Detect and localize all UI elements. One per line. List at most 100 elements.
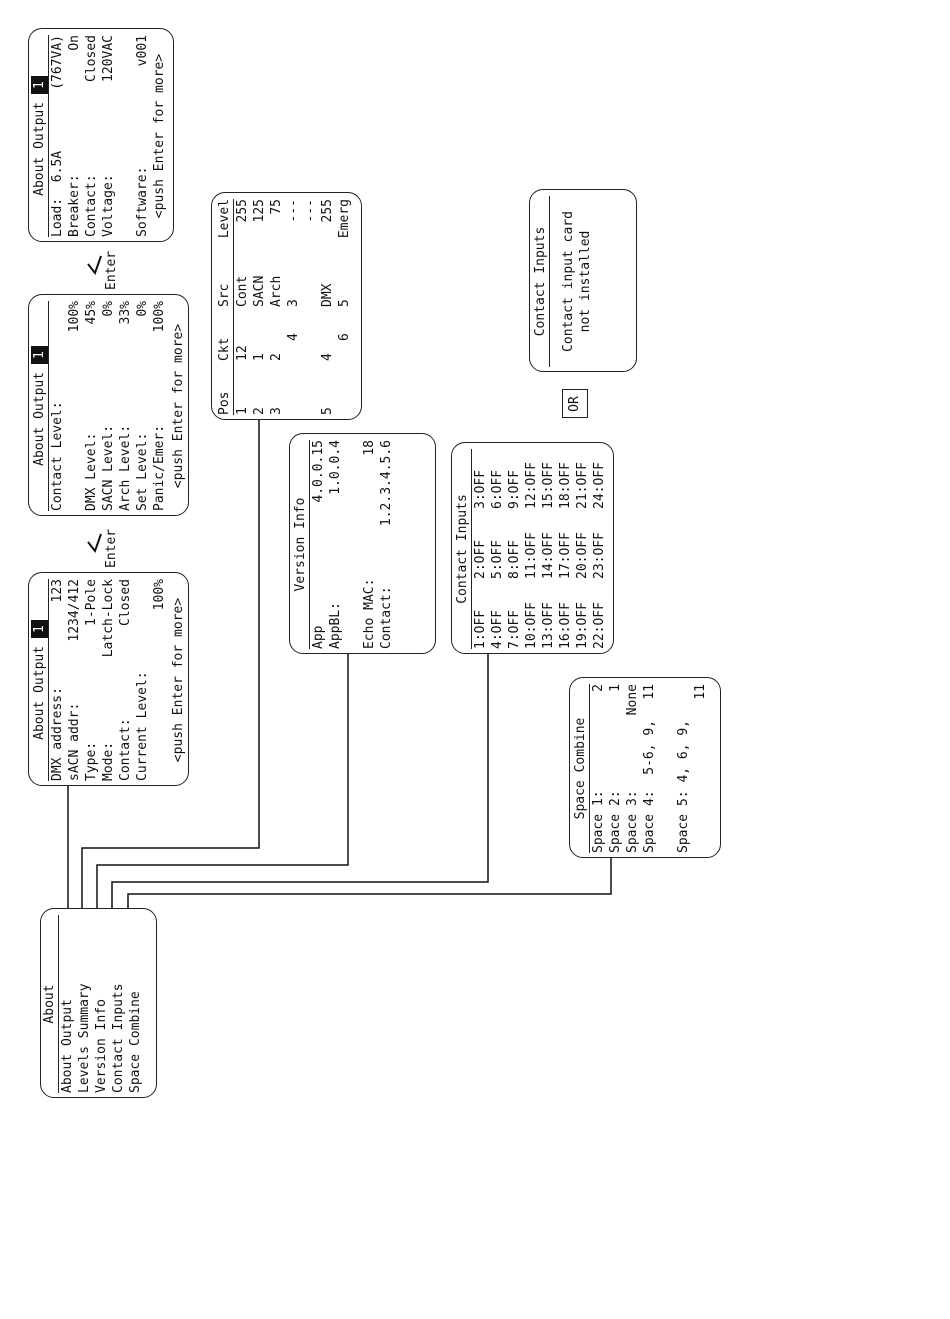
- contact-input-cell: 2:OFF: [473, 539, 488, 579]
- info-row: [344, 440, 361, 649]
- info-row: Space 2:1: [608, 684, 623, 853]
- info-row: Contact:1.2.3.4.5.6: [379, 440, 394, 649]
- info-row: Space 5: 4, 6, 9,: [676, 719, 691, 853]
- space-combine-title: Space Combine: [573, 717, 588, 820]
- check-mark-2: [87, 255, 102, 276]
- info-row: Type:1-Pole: [84, 579, 99, 781]
- column-header-pos: Pos: [217, 391, 232, 415]
- info-row: 11: [693, 684, 708, 700]
- contact-input-cell: 10:OFF: [524, 602, 539, 649]
- contact-inputs-grid: 1:OFF 2:OFF 3:OFF 4:OFF 5:OFF 6:OFF 7:OF…: [472, 449, 608, 649]
- contact-input-cell: 19:OFF: [575, 602, 590, 649]
- about-output-title: About Output: [32, 371, 47, 466]
- contact-input-cell: 5:OFF: [490, 539, 505, 579]
- connector-space-combine: [127, 858, 612, 908]
- about-menu-panel: About About Output Levels Summary Versio…: [40, 908, 157, 1098]
- menu-item-about-output[interactable]: About Output: [60, 999, 75, 1093]
- info-row: DMX Level:45%: [84, 301, 99, 511]
- enter-label-2: Enter: [104, 250, 119, 290]
- info-row: [658, 684, 675, 853]
- space-combine-panel: Space Combine Space 1:2 Space 2:1 Space …: [569, 677, 721, 858]
- contact-input-cell: 7:OFF: [507, 609, 522, 649]
- info-row: 100%: [152, 579, 167, 611]
- connector-version-info: [96, 654, 349, 908]
- info-row: Breaker:On: [67, 35, 82, 237]
- connector-contact-inputs: [111, 654, 489, 908]
- about-output-title: About Output: [32, 645, 47, 740]
- info-row: Echo MAC:18: [362, 440, 377, 649]
- contact-input-cell: 13:OFF: [541, 602, 556, 649]
- contact-input-cell: 21:OFF: [575, 462, 590, 509]
- output-number-badge: 1: [31, 346, 48, 364]
- info-row: DMX address:123: [50, 579, 65, 781]
- about-menu-title: About: [42, 984, 57, 1024]
- menu-item-version-info[interactable]: Version Info: [94, 999, 109, 1093]
- contact-input-cell: 17:OFF: [558, 532, 573, 579]
- column-header-ckt: Ckt: [217, 337, 232, 361]
- contact-input-cell: 14:OFF: [541, 532, 556, 579]
- contact-input-cell: 15:OFF: [541, 462, 556, 509]
- about-output-title: About Output: [32, 101, 47, 196]
- contact-input-cell: 1:OFF: [473, 609, 488, 649]
- info-row: Arch Level:33%: [118, 301, 133, 511]
- contact-input-cell: 3:OFF: [473, 469, 488, 509]
- push-enter-hint: <push Enter for more>: [171, 323, 186, 489]
- contact-input-cell: 11:OFF: [524, 532, 539, 579]
- push-enter-hint: <push Enter for more>: [152, 53, 167, 219]
- column-header-src: Src: [217, 283, 232, 307]
- menu-item-space-combine[interactable]: Space Combine: [128, 991, 143, 1093]
- info-row: 100%: [67, 301, 82, 333]
- or-box: OR: [562, 389, 588, 418]
- contact-inputs-none-panel: Contact Inputs Contact input card not in…: [529, 189, 637, 372]
- contact-input-cell: 4:OFF: [490, 609, 505, 649]
- push-enter-hint: <push Enter for more>: [171, 597, 186, 763]
- divider: [549, 196, 550, 367]
- contact-input-cell: 8:OFF: [507, 539, 522, 579]
- contact-card-message-line1: Contact input card: [561, 211, 576, 352]
- info-row: Set Level:0%: [135, 301, 150, 511]
- output-number-badge: 1: [31, 76, 48, 94]
- info-row: Contact:Closed: [118, 579, 133, 781]
- info-row: Space 4: 5-6, 9,11: [642, 684, 657, 853]
- info-row: [117, 35, 134, 237]
- info-row: Voltage:120VAC: [101, 35, 116, 237]
- info-row: Space 1:2: [591, 684, 606, 853]
- info-row: sACN addr:1234/412: [67, 579, 82, 781]
- contact-input-cell: 9:OFF: [507, 469, 522, 509]
- enter-label-1: Enter: [104, 528, 119, 568]
- connector-levels-summary: [81, 420, 260, 908]
- contact-input-cell: 16:OFF: [558, 602, 573, 649]
- table-row: ---: [303, 199, 318, 223]
- info-row: Contact:Closed: [84, 35, 99, 237]
- menu-item-contact-inputs[interactable]: Contact Inputs: [111, 983, 126, 1093]
- info-row: Space 3:None: [625, 684, 640, 853]
- info-row: Current Level:: [135, 671, 150, 781]
- contact-inputs-title: Contact Inputs: [455, 494, 470, 604]
- info-row: SACN Level:0%: [101, 301, 116, 511]
- menu-item-levels-summary[interactable]: Levels Summary: [77, 983, 92, 1093]
- info-row: Panic/Emer:100%: [152, 301, 167, 511]
- output-number-badge: 1: [31, 620, 48, 638]
- levels-header-row: Pos Ckt Src Level: [216, 199, 233, 415]
- contact-inputs-list-panel: Contact Inputs 1:OFF 2:OFF 3:OFF 4:OFF 5…: [451, 442, 614, 654]
- column-header-level: Level: [217, 199, 232, 239]
- version-info-title: Version Info: [293, 497, 308, 592]
- about-output-panel-1: About Output 1 DMX address:123 sACN addr…: [28, 572, 189, 786]
- info-row: Mode:Latch-Lock: [101, 579, 116, 781]
- about-output-panel-2: About Output 1 Contact Level: 100% DMX L…: [28, 294, 189, 516]
- contact-input-cell: 22:OFF: [592, 602, 607, 649]
- info-row: Contact Level:: [50, 401, 65, 511]
- contact-input-cell: 6:OFF: [490, 469, 505, 509]
- check-mark-1: [87, 533, 102, 554]
- contact-input-cell: 18:OFF: [558, 462, 573, 509]
- contact-input-cell: 20:OFF: [575, 532, 590, 579]
- about-output-panel-3: About Output 1 Load: 6.5A(767VA) Breaker…: [28, 28, 174, 242]
- info-row: Load: 6.5A(767VA): [50, 35, 65, 237]
- contact-input-cell: 24:OFF: [592, 462, 607, 509]
